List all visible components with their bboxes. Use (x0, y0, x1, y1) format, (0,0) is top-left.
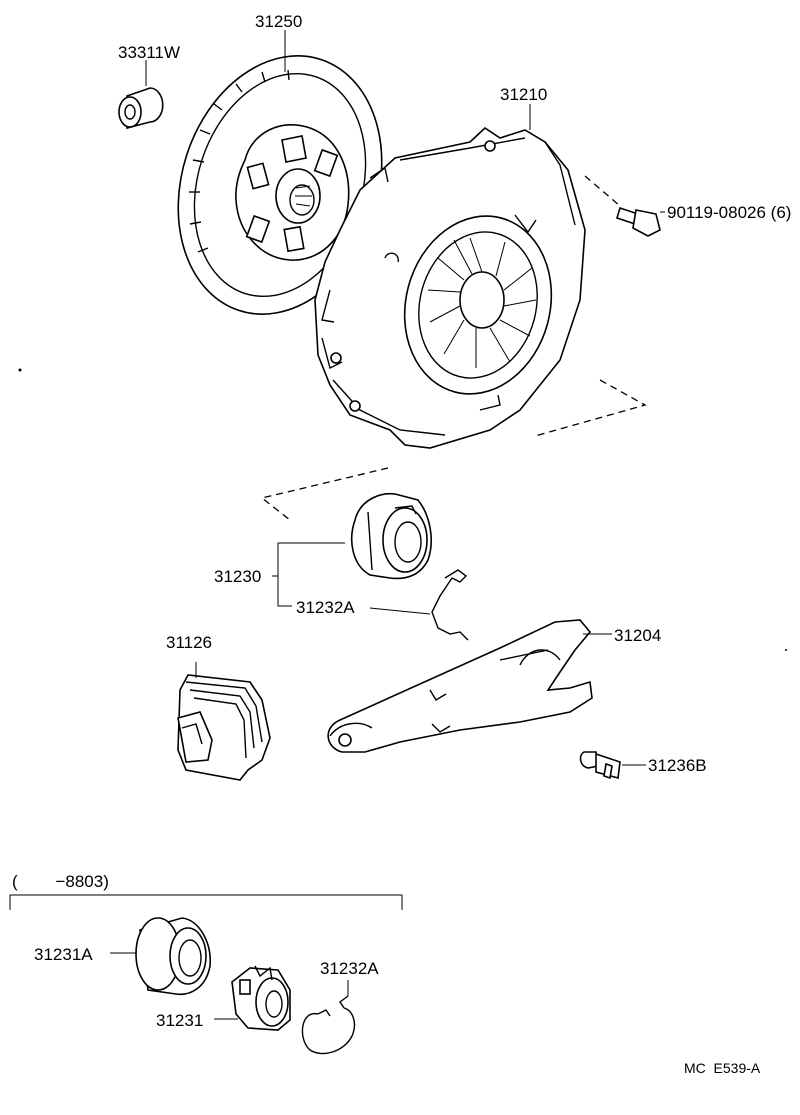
label-31126: 31126 (166, 633, 212, 652)
label-31231: 31231 (156, 1011, 203, 1030)
label-31250: 31250 (255, 12, 302, 31)
clutch-cover-31210 (314, 104, 586, 449)
label-31210: 31210 (500, 85, 547, 104)
release-bearing-clip-31232a (431, 569, 469, 641)
label-33311w: 33311W (118, 43, 180, 62)
group-bracket (9, 894, 403, 910)
release-fork-boot-31126 (177, 662, 271, 781)
label-31230: 31230 (214, 567, 261, 586)
release-bearing-clip-31232a-lower (301, 980, 356, 1055)
label-bracket-31230 (272, 542, 431, 615)
label-range-note: ( −8803) (12, 872, 109, 891)
label-31232a-top: 31232A (296, 598, 355, 617)
release-fork-31204 (327, 619, 612, 753)
print-speck (785, 649, 787, 651)
release-bearing-hub-31231 (214, 965, 291, 1031)
assembly-guide-lines (260, 379, 647, 521)
label-31204: 31204 (614, 626, 661, 645)
pilot-bearing-33311w (118, 60, 164, 130)
bolt-90119-08026 (584, 175, 665, 237)
label-90119-08026: 90119-08026 (6) (667, 203, 791, 222)
ball-stud-31236b (579, 751, 646, 780)
label-31236b: 31236B (648, 756, 707, 775)
print-speck (18, 368, 22, 372)
label-31232a-bottom: 31232A (320, 959, 379, 978)
label-31231a: 31231A (34, 945, 93, 964)
footer-code: MC E539-A (684, 1060, 761, 1076)
release-bearing-31230 (350, 492, 432, 580)
release-bearing-31231a (110, 917, 211, 996)
